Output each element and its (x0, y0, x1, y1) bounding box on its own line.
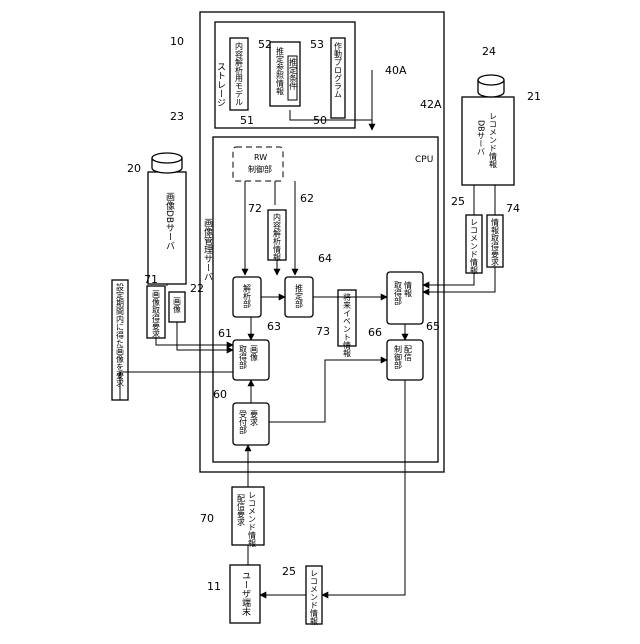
inference-cond-label: 推定条件 (289, 57, 298, 91)
image-server-label: 画像管理サーバ (202, 218, 213, 281)
ref-60: 60 (213, 388, 227, 401)
ref-50: 50 (313, 114, 327, 127)
inference-unit-label: 推定部 (295, 283, 304, 309)
info-acquisition-unit (387, 272, 423, 324)
ref-52: 52 (258, 38, 272, 51)
info-request-label: 情報取得要求 (491, 217, 500, 266)
image-db-server-label: 画像DBサーバ (164, 192, 175, 250)
set-period-request-label: 設定期間内に得た画像を要求 (116, 282, 125, 387)
ref-21: 21 (527, 90, 541, 103)
ref-53: 53 (310, 38, 324, 51)
dist-ctrl-label-1: 配信 (404, 345, 413, 362)
ref-71: 71 (144, 273, 158, 286)
cpu-label: CPU (415, 155, 433, 165)
ref-40a: 40A (385, 64, 407, 77)
content-model-label: 内容解析用モデル (235, 41, 244, 106)
ref-66: 66 (368, 326, 382, 339)
ref-11: 11 (207, 580, 221, 593)
req-recv-label-2: 受付部 (239, 409, 248, 435)
ref-65: 65 (426, 320, 440, 333)
rw-control-label-1: RW (254, 153, 267, 162)
ref-64: 64 (318, 252, 332, 265)
ref-63: 63 (267, 320, 281, 333)
ref-20: 20 (127, 162, 141, 175)
recommend-db-server-label-1: レコメンド情報 (489, 112, 498, 169)
recommend-info-bottom-label: レコメンド情報 (310, 569, 319, 626)
content-info-label: 内容解析情報 (273, 212, 282, 262)
user-terminal-label: ユーザ端末 (240, 571, 251, 617)
info-acq-label-1: 情報 (404, 280, 413, 298)
ref-51: 51 (240, 114, 254, 127)
inference-ref-label: 推定参照情報 (276, 46, 285, 96)
dist-ctrl-label-2: 制御部 (394, 344, 403, 370)
rw-control-label-2: 制御部 (248, 164, 272, 174)
recommend-db-server-label-2: DBサーバ (477, 120, 486, 156)
ref-70: 70 (200, 512, 214, 525)
req-recv-label-1: 要求 (250, 410, 259, 426)
info-acq-label-2: 取得部 (394, 281, 403, 306)
delivery-request-label-2: 配信要求 (237, 494, 246, 526)
analysis-unit-label: 解析部 (243, 283, 252, 309)
image-acq-label-1: 画像 (250, 345, 259, 361)
image-request-label: 画像取得要求 (152, 290, 161, 338)
ref-25-bottom: 25 (282, 565, 296, 578)
ref-10: 10 (170, 35, 184, 48)
ref-24: 24 (482, 45, 496, 58)
storage-label: ストレージ (215, 62, 226, 107)
ref-42a: 42A (420, 98, 442, 111)
ref-25-right: 25 (451, 195, 465, 208)
ref-73: 73 (316, 325, 330, 338)
recommend-info-right-label: レコメンド情報 (470, 218, 479, 275)
future-event-info-label: 将来イベント情報 (343, 292, 352, 358)
ref-22: 22 (190, 282, 204, 295)
ref-72: 72 (248, 202, 262, 215)
recommend-db-cylinder-top (478, 75, 504, 85)
image-acq-label-2: 取得部 (239, 345, 248, 370)
ref-61: 61 (218, 327, 232, 340)
delivery-request-label-1: レコメンド情報 (248, 491, 257, 548)
ref-23: 23 (170, 110, 184, 123)
image-db-cylinder-top (152, 153, 182, 163)
image-label: 画像 (173, 297, 182, 313)
ref-62: 62 (300, 192, 314, 205)
operating-program-label: 作動プログラム (334, 41, 343, 98)
ref-74: 74 (506, 202, 520, 215)
